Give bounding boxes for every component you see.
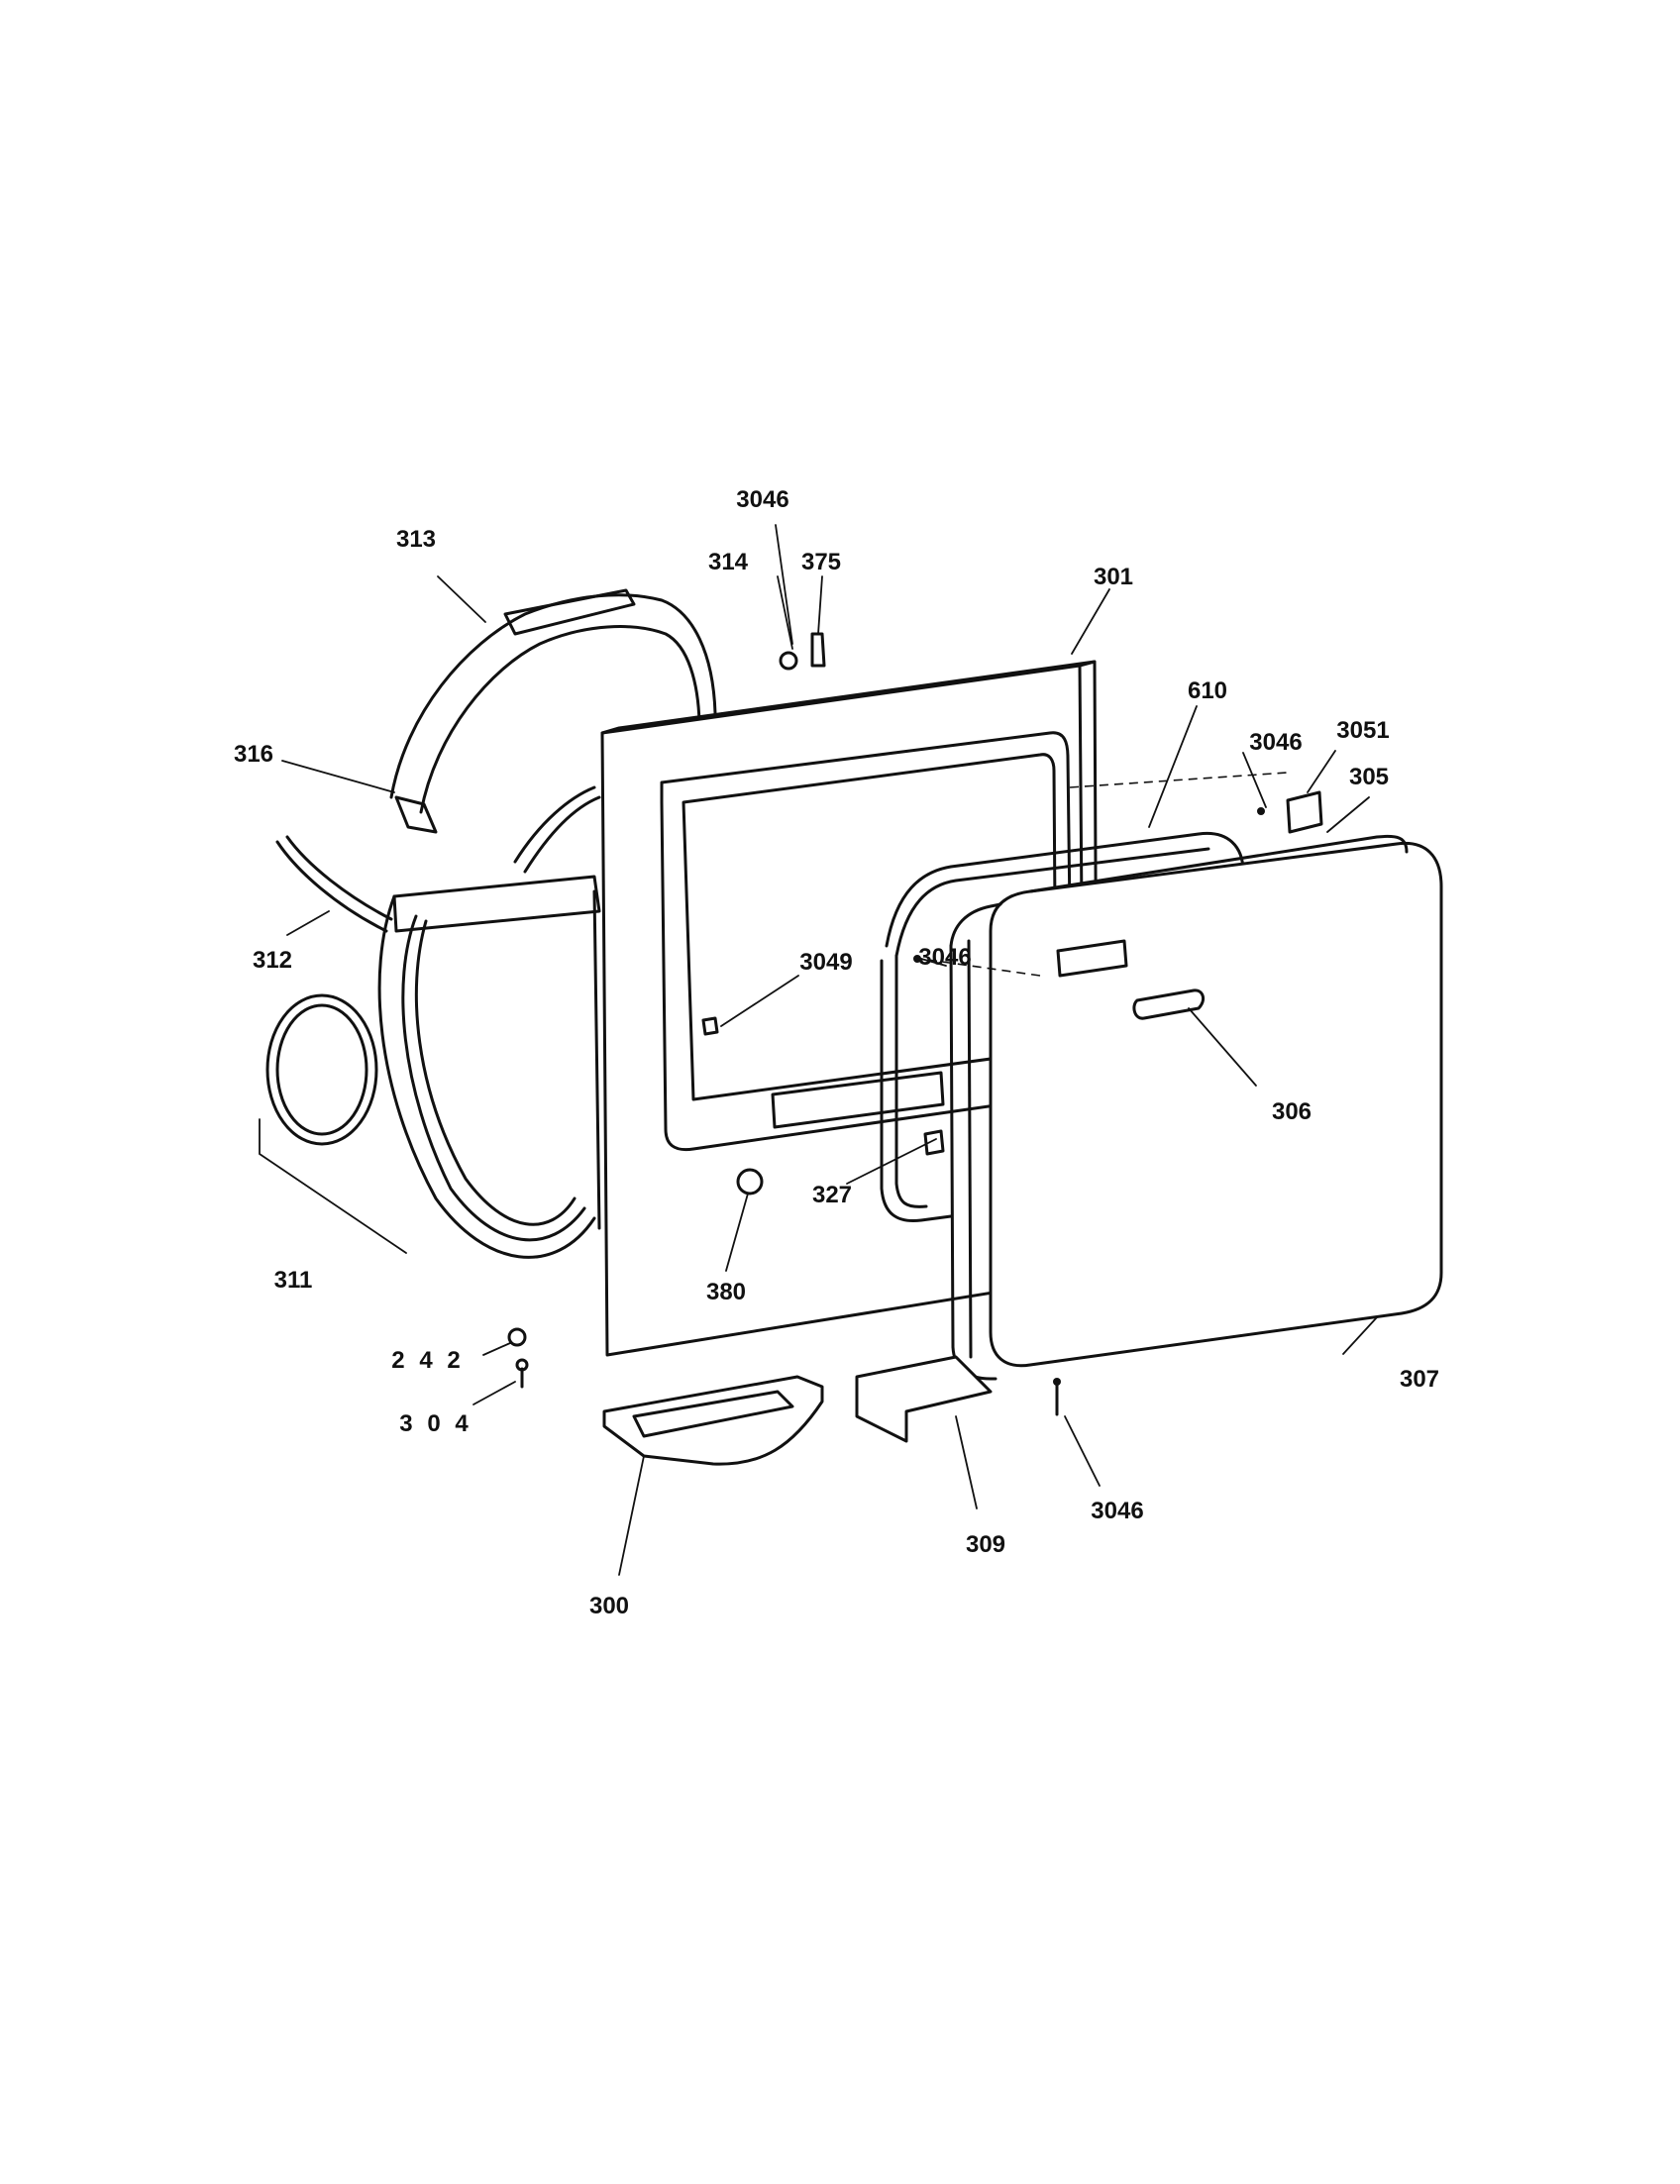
- label-311: 311: [273, 1267, 313, 1294]
- label-242: 2 4 2: [391, 1347, 465, 1374]
- label-316: 316: [233, 741, 274, 768]
- label-307: 307: [1399, 1366, 1440, 1393]
- lint-filter-309: [855, 1355, 993, 1443]
- hinge-3051: [1286, 790, 1323, 834]
- label-312: 312: [252, 947, 293, 974]
- label-327: 327: [811, 1182, 853, 1208]
- door-307: [949, 834, 1443, 1381]
- switch-327: [923, 1129, 945, 1156]
- bracket-375: [810, 632, 826, 668]
- label-301: 301: [1093, 564, 1134, 590]
- label-3051: 3051: [1336, 717, 1390, 744]
- label-375: 375: [800, 549, 842, 575]
- label-314: 314: [707, 549, 749, 575]
- nut-242: [507, 1327, 527, 1347]
- label-3046-right: 3046: [1249, 729, 1303, 756]
- label-305: 305: [1348, 764, 1390, 790]
- bulkhead-ring-313: [389, 588, 717, 834]
- control-housing-300: [602, 1375, 824, 1466]
- door-seal-610: [880, 831, 1245, 1223]
- label-3046-mid: 3046: [918, 944, 972, 971]
- leader-lines: [281, 524, 1378, 1576]
- drum-311: [259, 875, 601, 1259]
- hardware: [507, 632, 1323, 1416]
- lamp-380: [736, 1168, 764, 1196]
- hinge-314: [779, 651, 798, 671]
- label-304: 3 0 4: [399, 1410, 472, 1437]
- label-309: 309: [965, 1531, 1006, 1558]
- label-300: 300: [588, 1593, 630, 1619]
- belt-312: [275, 785, 601, 933]
- label-380: 380: [705, 1279, 747, 1305]
- label-610: 610: [1187, 677, 1228, 704]
- screw-304: [515, 1358, 529, 1372]
- label-313: 313: [395, 526, 437, 553]
- label-3049: 3049: [799, 949, 853, 976]
- strike-3049: [701, 1016, 719, 1036]
- label-3046-bottom: 3046: [1091, 1498, 1144, 1524]
- label-306: 306: [1271, 1098, 1312, 1125]
- label-3046-top: 3046: [736, 486, 789, 513]
